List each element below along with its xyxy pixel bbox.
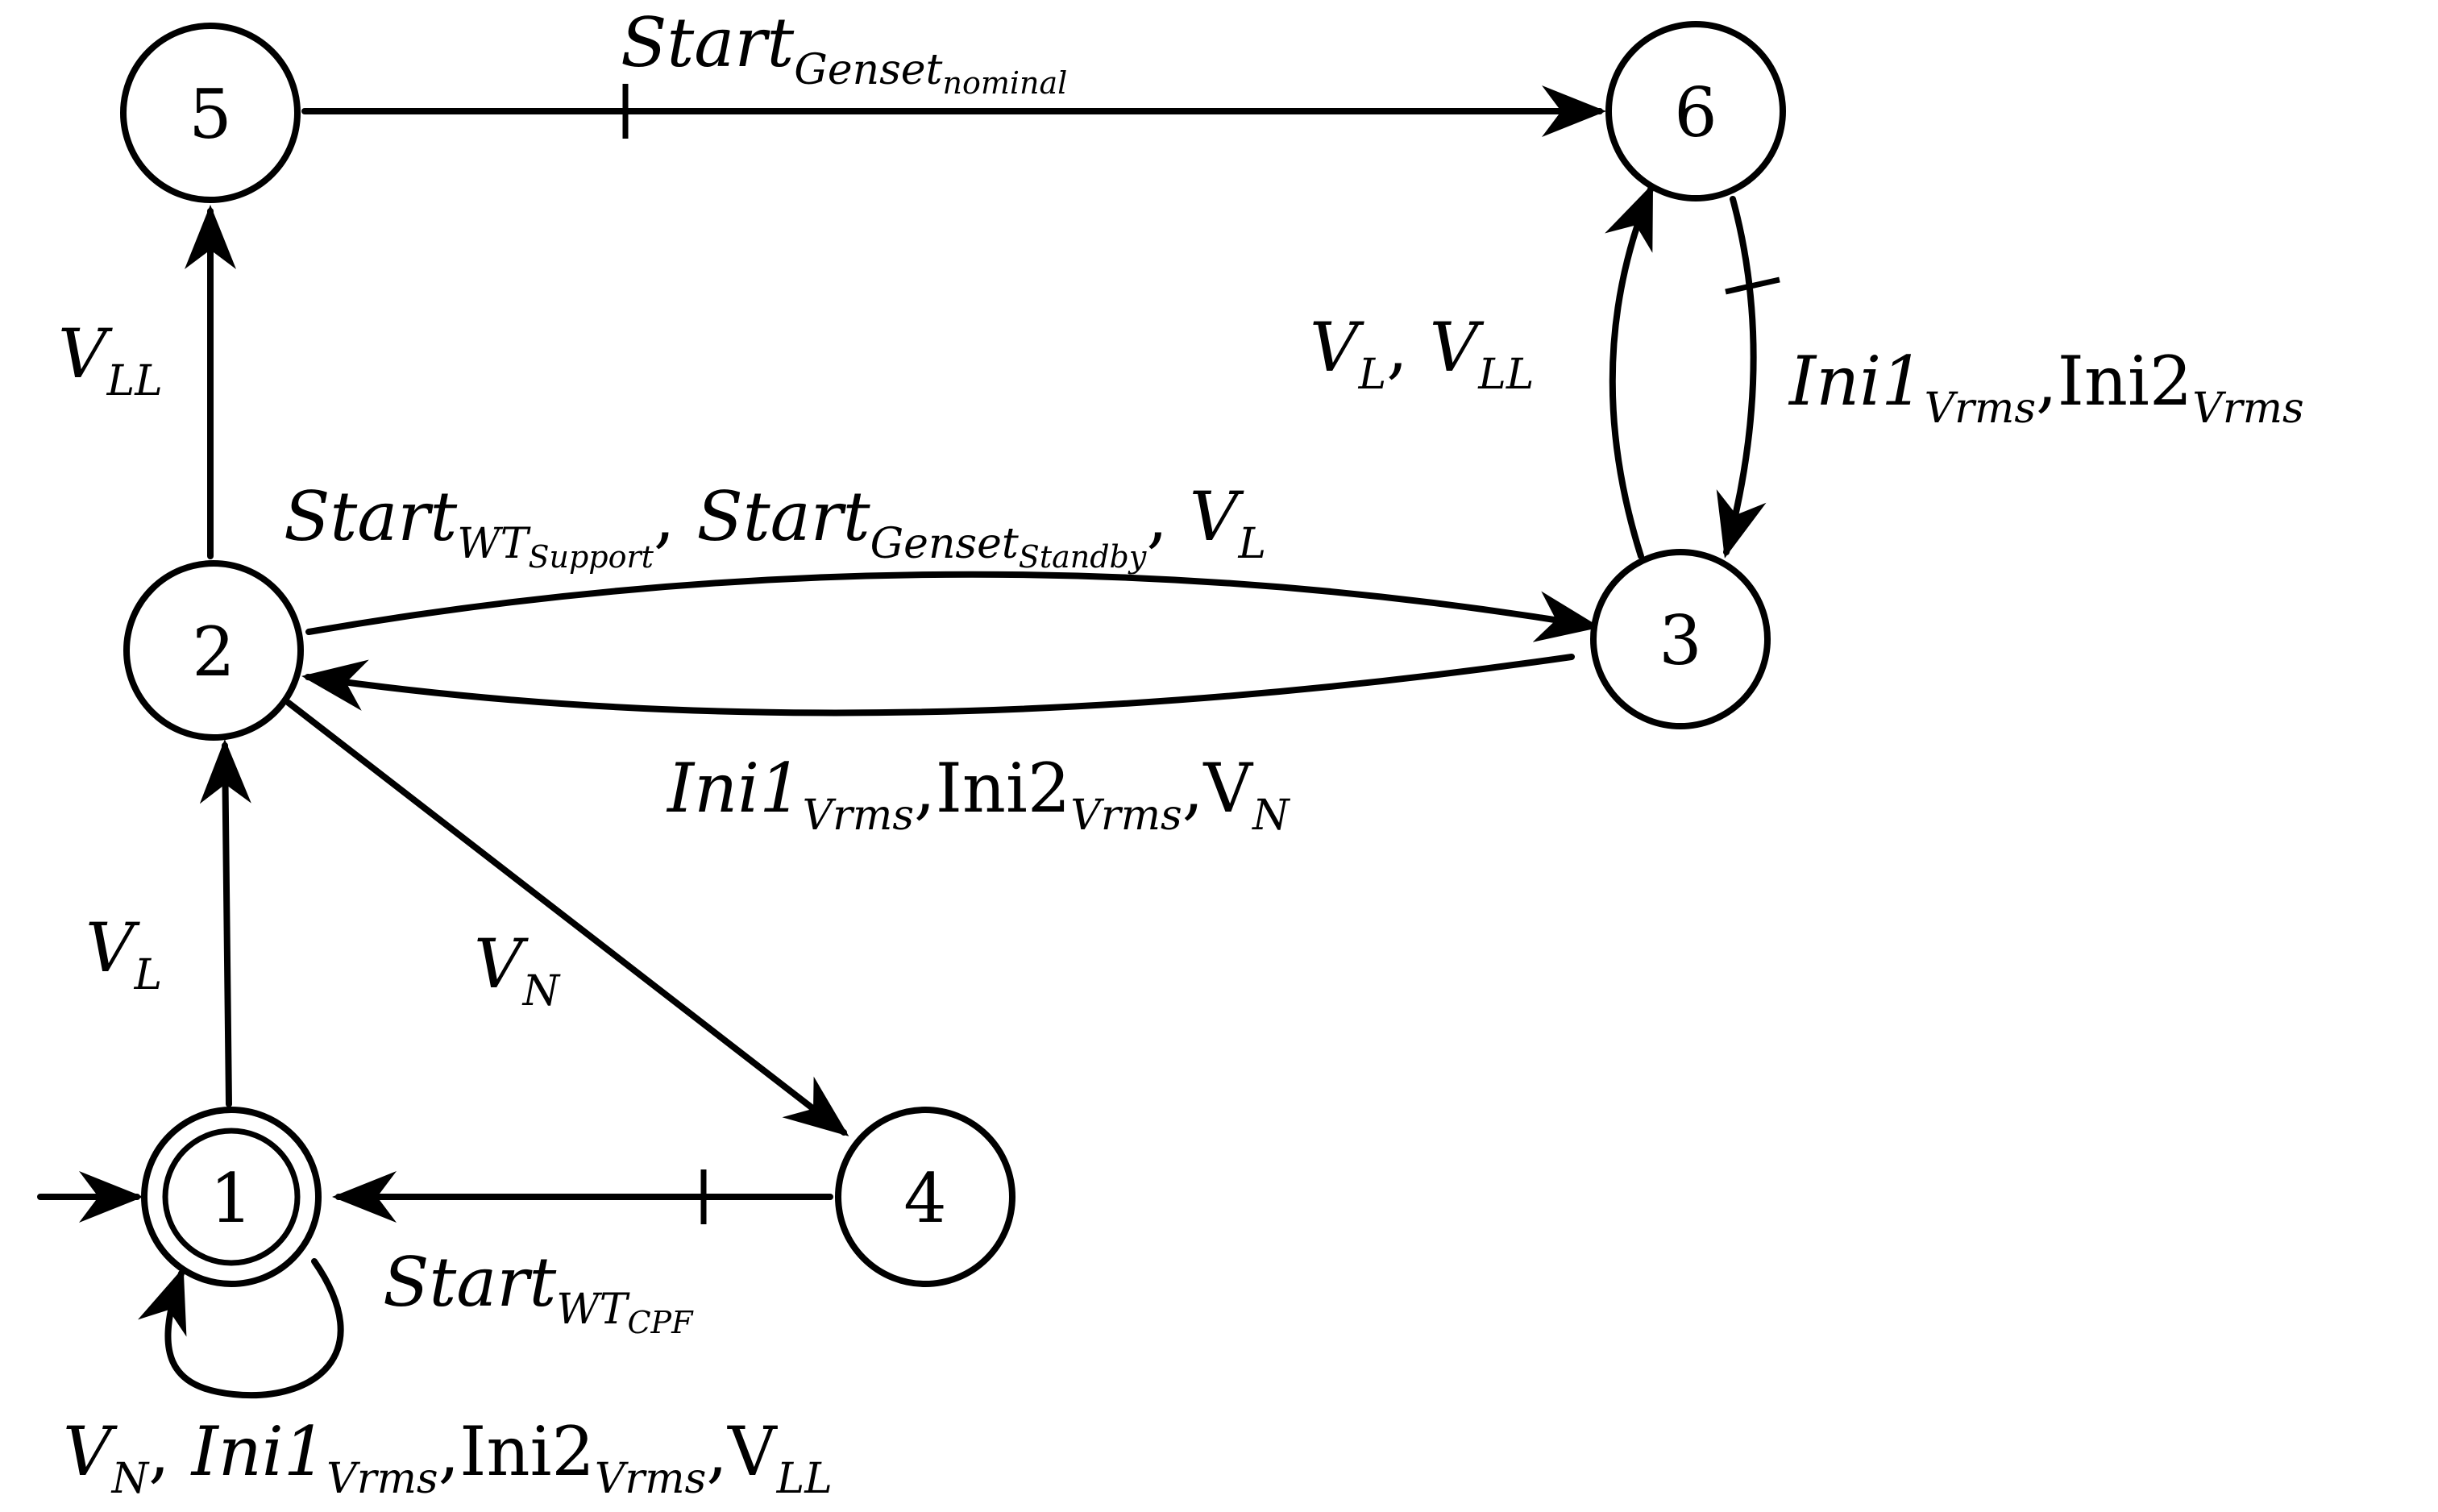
- edge-6-to-3: [1716, 196, 1767, 559]
- edge-3-to-2: [301, 654, 1575, 717]
- state-2-label: 2: [192, 613, 235, 692]
- state-6[interactable]: 6: [1605, 21, 1786, 201]
- transitions: [37, 84, 1780, 1398]
- state-5-label: 5: [189, 75, 231, 154]
- state-6-label: 6: [1674, 73, 1717, 152]
- label-2-to-4: VN: [474, 924, 561, 1016]
- label-1-to-2: VL: [85, 908, 162, 999]
- state-4[interactable]: 4: [835, 1107, 1015, 1287]
- edge-2-to-3: [305, 571, 1601, 642]
- edge-1-to-2: [199, 739, 251, 1107]
- label-5-to-6: StartGensetnominal: [621, 3, 1067, 101]
- label-6-to-3: Ini1Vrms,Ini2Vrms: [1788, 342, 2304, 433]
- state-1[interactable]: 1: [141, 1107, 322, 1287]
- state-1-label: 1: [210, 1159, 252, 1238]
- label-3-to-2: Ini1Vrms,Ini2Vrms,VN: [666, 749, 1290, 840]
- label-1-to-1: VN, Ini1Vrms,Ini2Vrms,VLL: [63, 1412, 833, 1503]
- edge-2-to-4: [285, 700, 849, 1136]
- edge-6-to-3-controllable-tick: [1725, 276, 1780, 295]
- state-2[interactable]: 2: [123, 560, 304, 741]
- state-3-label: 3: [1659, 601, 1701, 680]
- accepting-ring: [162, 1128, 301, 1266]
- states: 5 6 2 3 1 4: [120, 21, 1786, 1287]
- edge-labels: StartGensetnominal Ini1Vrms,Ini2Vrms VL,…: [58, 3, 2304, 1503]
- state-5[interactable]: 5: [120, 23, 301, 203]
- label-2-to-3: StartWTSupport, StartGensetStandby, VL: [284, 477, 1266, 575]
- edge-3-to-6: [1605, 183, 1654, 559]
- label-4-to-1: StartWTCPF: [383, 1243, 694, 1340]
- label-2-to-5: VLL: [58, 314, 163, 405]
- state-3[interactable]: 3: [1590, 549, 1771, 729]
- self-loop-1: [138, 1258, 344, 1398]
- state-4-label: 4: [903, 1159, 946, 1238]
- label-3-to-6: VL, VLL: [1310, 308, 1534, 399]
